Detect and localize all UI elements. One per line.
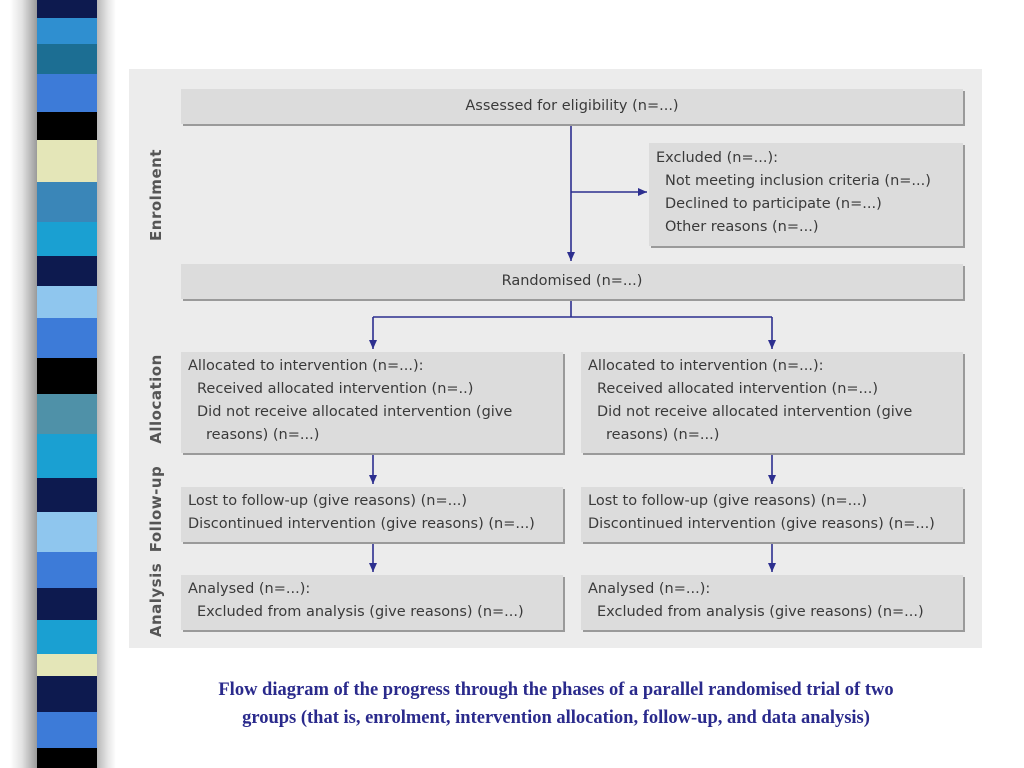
- stripe: [37, 286, 97, 318]
- not-received-reasons-text: reasons) (n=...): [206, 427, 320, 443]
- stripe: [37, 0, 97, 18]
- stripe: [37, 478, 97, 512]
- stripe: [37, 552, 97, 588]
- flow-diagram: Enrolment Allocation Follow-up Analysis: [129, 69, 982, 648]
- stripe: [37, 318, 97, 358]
- stripe: [37, 712, 97, 748]
- not-received-text: Did not receive allocated intervention (…: [197, 404, 513, 420]
- stripe: [37, 74, 97, 112]
- excluded-analysis-text: Excluded from analysis (give reasons) (n…: [197, 604, 524, 620]
- analysed-text: Analysed (n=...):: [588, 581, 711, 597]
- excluded-item: Not meeting inclusion criteria (n=...): [665, 173, 931, 189]
- stripe: [37, 182, 97, 222]
- randomised-box: Randomised (n=...): [181, 264, 963, 299]
- received-text: Received allocated intervention (n=...): [597, 381, 879, 397]
- flow-connectors: [369, 124, 776, 572]
- stripe: [37, 44, 97, 74]
- excluded-item: Other reasons (n=...): [665, 219, 819, 235]
- stripe: [37, 140, 97, 182]
- stripe: [37, 512, 97, 552]
- stripe: [37, 620, 97, 654]
- stripe: [37, 358, 97, 394]
- stripe: [37, 112, 97, 140]
- stripe: [37, 676, 97, 712]
- analysis-box-left: Analysed (n=...): Excluded from analysis…: [181, 575, 563, 630]
- discontinued-text: Discontinued intervention (give reasons)…: [188, 516, 535, 532]
- analysis-box-right: Analysed (n=...): Excluded from analysis…: [581, 575, 963, 630]
- allocated-text: Allocated to intervention (n=...):: [588, 358, 824, 374]
- figure-caption: Flow diagram of the progress through the…: [130, 676, 982, 732]
- stripe: [37, 748, 97, 768]
- not-received-reasons-text: reasons) (n=...): [606, 427, 720, 443]
- stripe: [37, 588, 97, 620]
- excluded-item: Declined to participate (n=...): [665, 196, 882, 212]
- stripe: [37, 434, 97, 478]
- caption-line-2: groups (that is, enrolment, intervention…: [242, 708, 870, 728]
- randomised-text: Randomised (n=...): [501, 273, 643, 289]
- stripe: [37, 222, 97, 256]
- allocation-box-left: Allocated to intervention (n=...): Recei…: [181, 352, 563, 453]
- allocated-text: Allocated to intervention (n=...):: [188, 358, 424, 374]
- not-received-text: Did not receive allocated intervention (…: [597, 404, 913, 420]
- caption-line-1: Flow diagram of the progress through the…: [218, 680, 894, 700]
- received-text: Received allocated intervention (n=..): [197, 381, 474, 397]
- stripe: [37, 654, 97, 676]
- lost-text: Lost to follow-up (give reasons) (n=...): [188, 493, 468, 509]
- excluded-box: Excluded (n=...): Not meeting inclusion …: [649, 143, 963, 246]
- stripe: [37, 256, 97, 286]
- follow-up-box-right: Lost to follow-up (give reasons) (n=...)…: [581, 487, 963, 542]
- excluded-title: Excluded (n=...):: [656, 150, 778, 166]
- stripe: [37, 18, 97, 44]
- decorative-stripe-bar: [0, 0, 116, 768]
- assessed-box: Assessed for eligibility (n=...): [181, 89, 963, 124]
- lost-text: Lost to follow-up (give reasons) (n=...): [588, 493, 868, 509]
- follow-up-box-left: Lost to follow-up (give reasons) (n=...)…: [181, 487, 563, 542]
- analysed-text: Analysed (n=...):: [188, 581, 311, 597]
- allocation-box-right: Allocated to intervention (n=...): Recei…: [581, 352, 963, 453]
- excluded-analysis-text: Excluded from analysis (give reasons) (n…: [597, 604, 924, 620]
- stripe: [37, 394, 97, 434]
- assessed-text: Assessed for eligibility (n=...): [465, 98, 679, 114]
- discontinued-text: Discontinued intervention (give reasons)…: [588, 516, 935, 532]
